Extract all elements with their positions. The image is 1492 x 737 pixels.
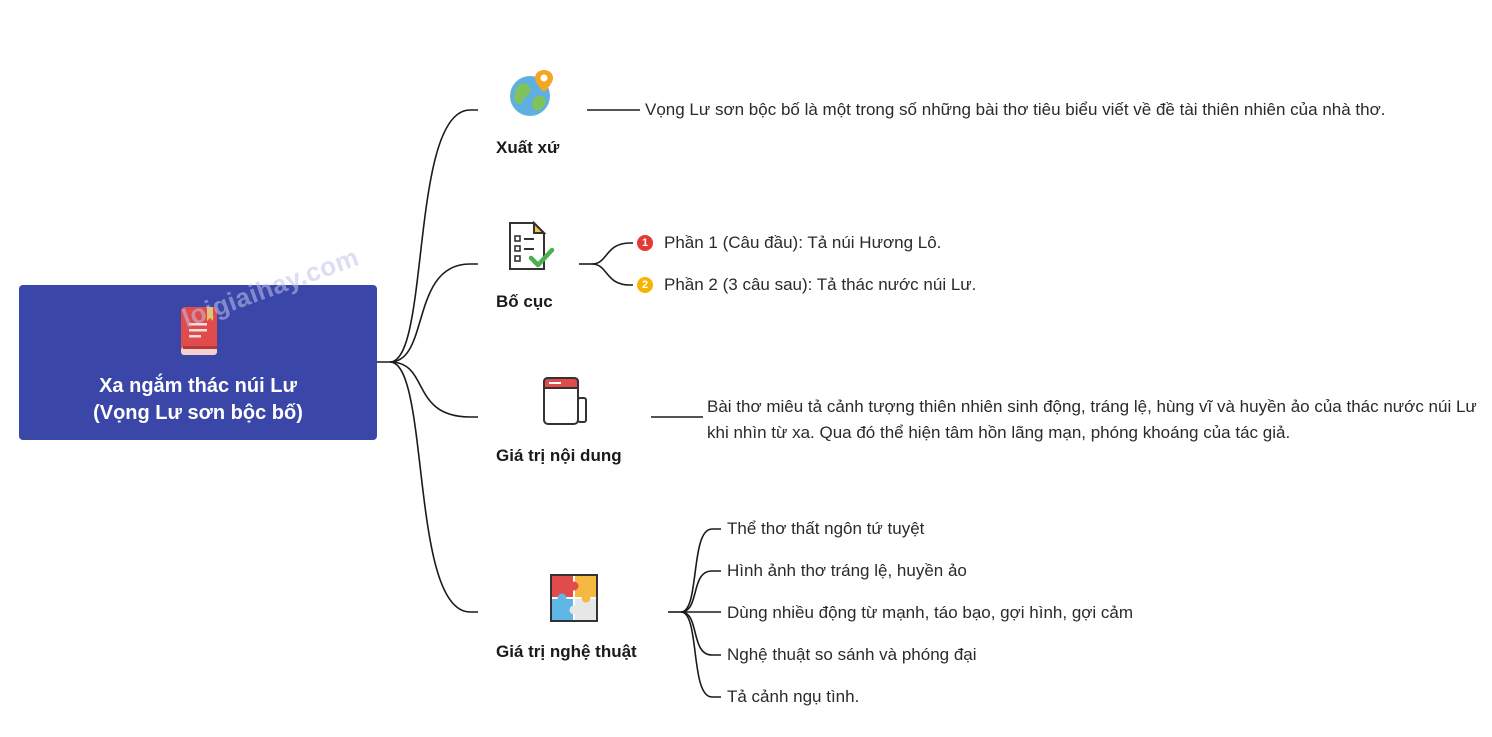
leaf-bo-cuc-2: Phần 2 (3 câu sau): Tả thác nước núi Lư. — [664, 275, 977, 294]
connector-nghe-thuat-4 — [680, 611, 721, 656]
leaf-xuat-xu: Vọng Lư sơn bộc bố là một trong số những… — [645, 100, 1386, 119]
globe-location-icon — [510, 70, 553, 116]
leaf-nghe-thuat-5: Tả cảnh ngụ tình. — [727, 687, 860, 706]
number-badge-2: 2 — [637, 277, 653, 293]
branch-label-xuat-xu: Xuất xứ — [496, 138, 560, 157]
leaf-nghe-thuat-1: Thể thơ thất ngôn tứ tuyệt — [727, 519, 925, 538]
branch-label-noi-dung: Giá trị nội dung — [496, 446, 622, 465]
connector-root-xuat-xu — [377, 109, 478, 363]
number-badge-1: 1 — [637, 235, 653, 251]
leaf-nghe-thuat-2: Hình ảnh thơ tráng lệ, huyền ảo — [727, 561, 967, 580]
connector-bo-cuc-1 — [591, 242, 633, 265]
root-title-line1: Xa ngắm thác núi Lư — [99, 375, 297, 397]
leaf-noi-dung: Bài thơ miêu tả cảnh tượng thiên nhiên s… — [707, 397, 1477, 442]
root-node: Xa ngắm thác núi Lư (Vọng Lư sơn bộc bố) — [19, 285, 377, 440]
leaf-nghe-thuat-3: Dùng nhiều động từ mạnh, táo bạo, gợi hì… — [727, 603, 1134, 622]
connector-nghe-thuat-1 — [680, 528, 721, 613]
puzzle-icon — [550, 574, 598, 622]
connector-nghe-thuat-2 — [680, 570, 721, 613]
branch-label-nghe-thuat: Giá trị nghệ thuật — [496, 642, 637, 661]
connector-root-bo-cuc — [389, 263, 478, 363]
checklist-document-icon — [509, 220, 555, 270]
connector-bo-cuc-2 — [591, 263, 633, 286]
root-title-line2: (Vọng Lư sơn bộc bố) — [93, 402, 303, 424]
connector-root-nghe-thuat — [389, 361, 478, 613]
notebook-icon — [543, 377, 587, 425]
connector-nghe-thuat-5 — [680, 611, 721, 698]
leaf-bo-cuc-1: Phần 1 (Câu đầu): Tả núi Hương Lô. — [664, 233, 942, 252]
branch-label-bo-cuc: Bố cục — [496, 292, 553, 311]
connector-root-noi-dung — [389, 361, 478, 418]
root-title: Xa ngắm thác núi Lư (Vọng Lư sơn bộc bố) — [19, 373, 377, 427]
leaf-nghe-thuat-4: Nghệ thuật so sánh và phóng đại — [727, 645, 977, 664]
book-icon — [181, 307, 217, 355]
